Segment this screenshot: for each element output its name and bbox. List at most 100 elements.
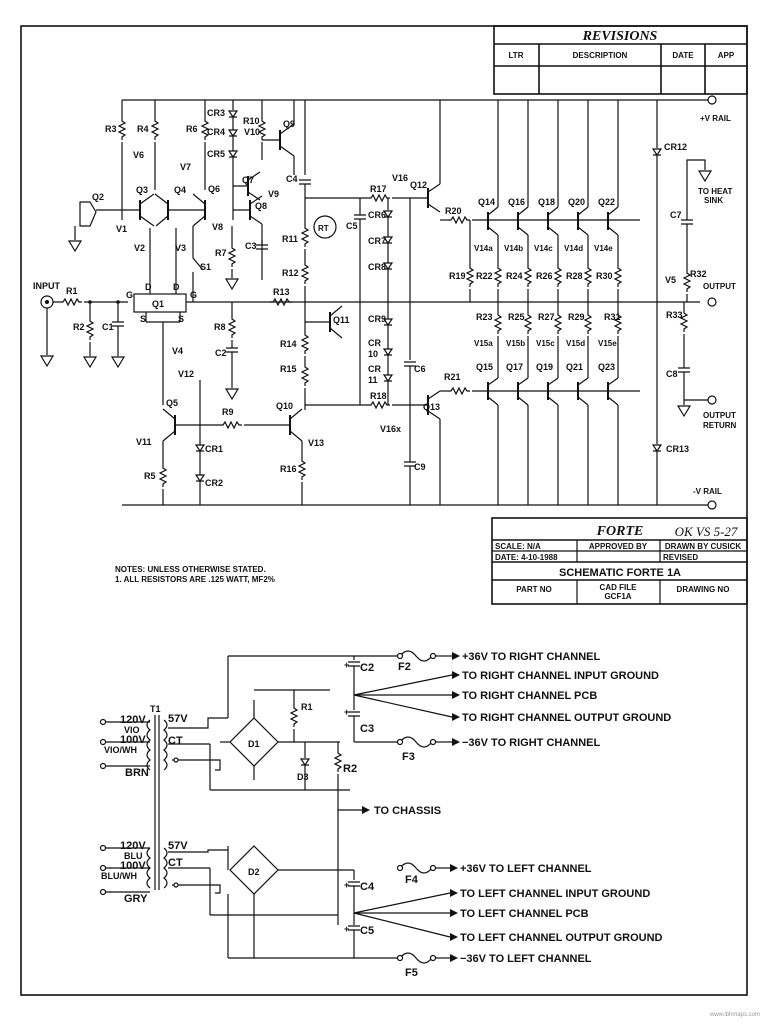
label-rt1: RT [318,224,329,233]
label-v100-top: 100V [120,734,146,746]
label-bridge-d1: D1 [248,739,260,749]
label-r30: R30 [596,271,613,281]
label-g1: G [126,290,133,300]
label-c5: C5 [346,221,358,231]
label-q16: Q16 [508,197,525,207]
label-r21: R21 [444,372,461,382]
label-r12: R12 [282,268,299,278]
label-q1: Q1 [152,299,164,309]
revisions-block: REVISIONS LTR DESCRIPTION DATE APP [493,25,748,95]
label-v16: V16 [392,173,408,183]
sheet-border [20,25,748,996]
label-cr8: CR8 [368,262,386,272]
label-r27: R27 [538,312,555,322]
label-r25: R25 [508,312,525,322]
label-cr12: CR12 [664,142,687,152]
label-v16x: V16x [380,424,401,434]
label-r9: R9 [222,407,234,417]
rev-col-ltr: LTR [509,51,524,60]
psu-out-left-output-ground: TO LEFT CHANNEL OUTPUT GROUND [460,932,663,944]
label-c2: C2 [215,348,227,358]
output-return-terminal [707,395,717,405]
label-r29: R29 [568,312,585,322]
label-r18: R18 [370,391,387,401]
label-psu-d3: D3 [297,772,309,782]
label-brn: BRN [125,767,149,779]
label-c4: C4 [286,174,298,184]
title-date: DATE: 4-10-1988 [495,553,558,562]
title-scale: SCALE: N/A [495,542,541,551]
output-terminal [707,297,717,307]
label-r28: R28 [566,271,583,281]
label-psu-f5: F5 [405,967,418,979]
label-cr11b: 11 [368,375,378,385]
label-c8: C8 [666,369,678,379]
label-v10: V10 [244,127,260,137]
label-psu-f3: F3 [402,751,415,763]
label-cr11a: CR [368,364,381,374]
label-blu: BLU [124,851,143,861]
rev-col-app: APP [718,51,735,60]
revisions-title: REVISIONS [582,29,658,44]
label-v14b: V14b [504,244,523,253]
label-r23: R23 [476,312,493,322]
label-q7: Q7 [242,175,254,185]
label-v-rail-pos: +V RAIL [700,114,731,123]
amplifier-schematic: +V RAIL -V RAIL INPUT R1 R2 C1 Q1 G G D … [33,95,737,510]
label-v14a: V14a [474,244,493,253]
label-d1: D [145,282,152,292]
label-q21: Q21 [566,362,583,372]
label-r26: R26 [536,271,553,281]
label-q10: Q10 [276,401,293,411]
label-r3: R3 [105,124,117,134]
title-drawn-by: DRAWN BY CUSICK [665,542,742,551]
label-v15e: V15e [598,339,617,348]
psu-out-left-input-ground: TO LEFT CHANNEL INPUT GROUND [460,888,650,900]
label-c3: C3 [245,241,257,251]
label-r17: R17 [370,184,387,194]
psu-out-left-pos: +36V TO LEFT CHANNEL [460,863,592,875]
label-q18: Q18 [538,197,555,207]
label-q6: Q6 [208,184,220,194]
label-cr10b: 10 [368,349,378,359]
psu-out-right-input-ground: TO RIGHT CHANNEL INPUT GROUND [462,670,659,682]
label-r8: R8 [214,322,226,332]
notes-line1: NOTES: UNLESS OTHERWISE STATED. [115,565,266,574]
label-vio: VIO [124,725,140,735]
label-v7: V7 [180,162,191,172]
label-r31: R31 [604,312,621,322]
label-v12: V12 [178,369,194,379]
title-block: FORTE OK VS 5-27 SCALE: N/A DATE: 4-10-1… [491,517,748,605]
label-gry: GRY [124,893,148,905]
label-v120-top: 120V [120,714,146,726]
label-psu-r1: R1 [301,702,313,712]
psu-out-left-neg: −36V TO LEFT CHANNEL [460,953,592,965]
label-heat-sink2: SINK [704,196,723,205]
label-v1: V1 [116,224,127,234]
q2-symbol [79,201,97,227]
label-q14: Q14 [478,197,495,207]
label-v6: V6 [133,150,144,160]
label-q19: Q19 [536,362,553,372]
label-c7: C7 [670,210,682,220]
label-psu-c3: C3 [360,723,374,735]
label-r1: R1 [66,286,78,296]
label-output-return2: RETURN [703,421,737,430]
label-v14c: V14c [534,244,553,253]
label-q11: Q11 [333,315,350,325]
label-s2-pin: S [178,314,184,324]
psu-out-right-output-ground: TO RIGHT CHANNEL OUTPUT GROUND [462,712,671,724]
label-r5: R5 [144,471,156,481]
label-v57-top: 57V [168,713,188,725]
psu-out-right-neg: −36V TO RIGHT CHANNEL [462,737,601,749]
label-r32: R32 [690,269,707,279]
label-q13: Q13 [423,402,440,412]
label-v15c: V15c [536,339,555,348]
label-r11: R11 [282,234,298,244]
watermark: www.ibhmaps.com [709,1012,760,1018]
label-r2: R2 [73,322,85,332]
plus-c4: + [344,880,349,890]
label-blu-wh: BLU/WH [101,871,137,881]
label-ct-bot: CT [168,857,183,869]
label-c1: C1 [102,322,114,332]
